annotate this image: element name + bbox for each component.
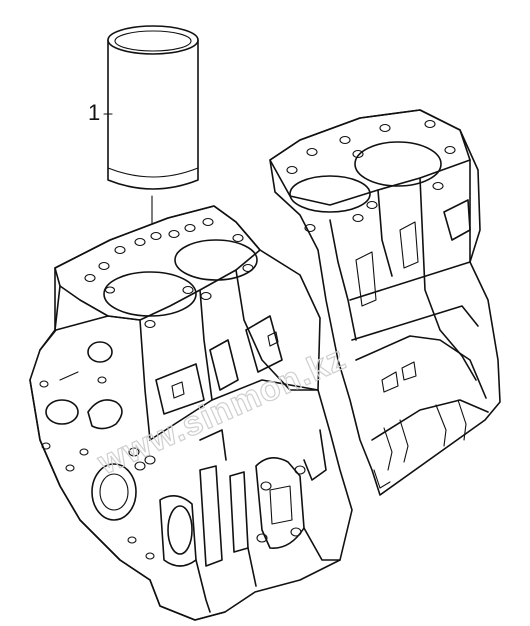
callout-number-1: 1 — [88, 100, 100, 125]
cylinder-liner — [107, 25, 199, 190]
engine-block-main — [29, 205, 353, 621]
engine-block-rear-view — [269, 109, 501, 496]
